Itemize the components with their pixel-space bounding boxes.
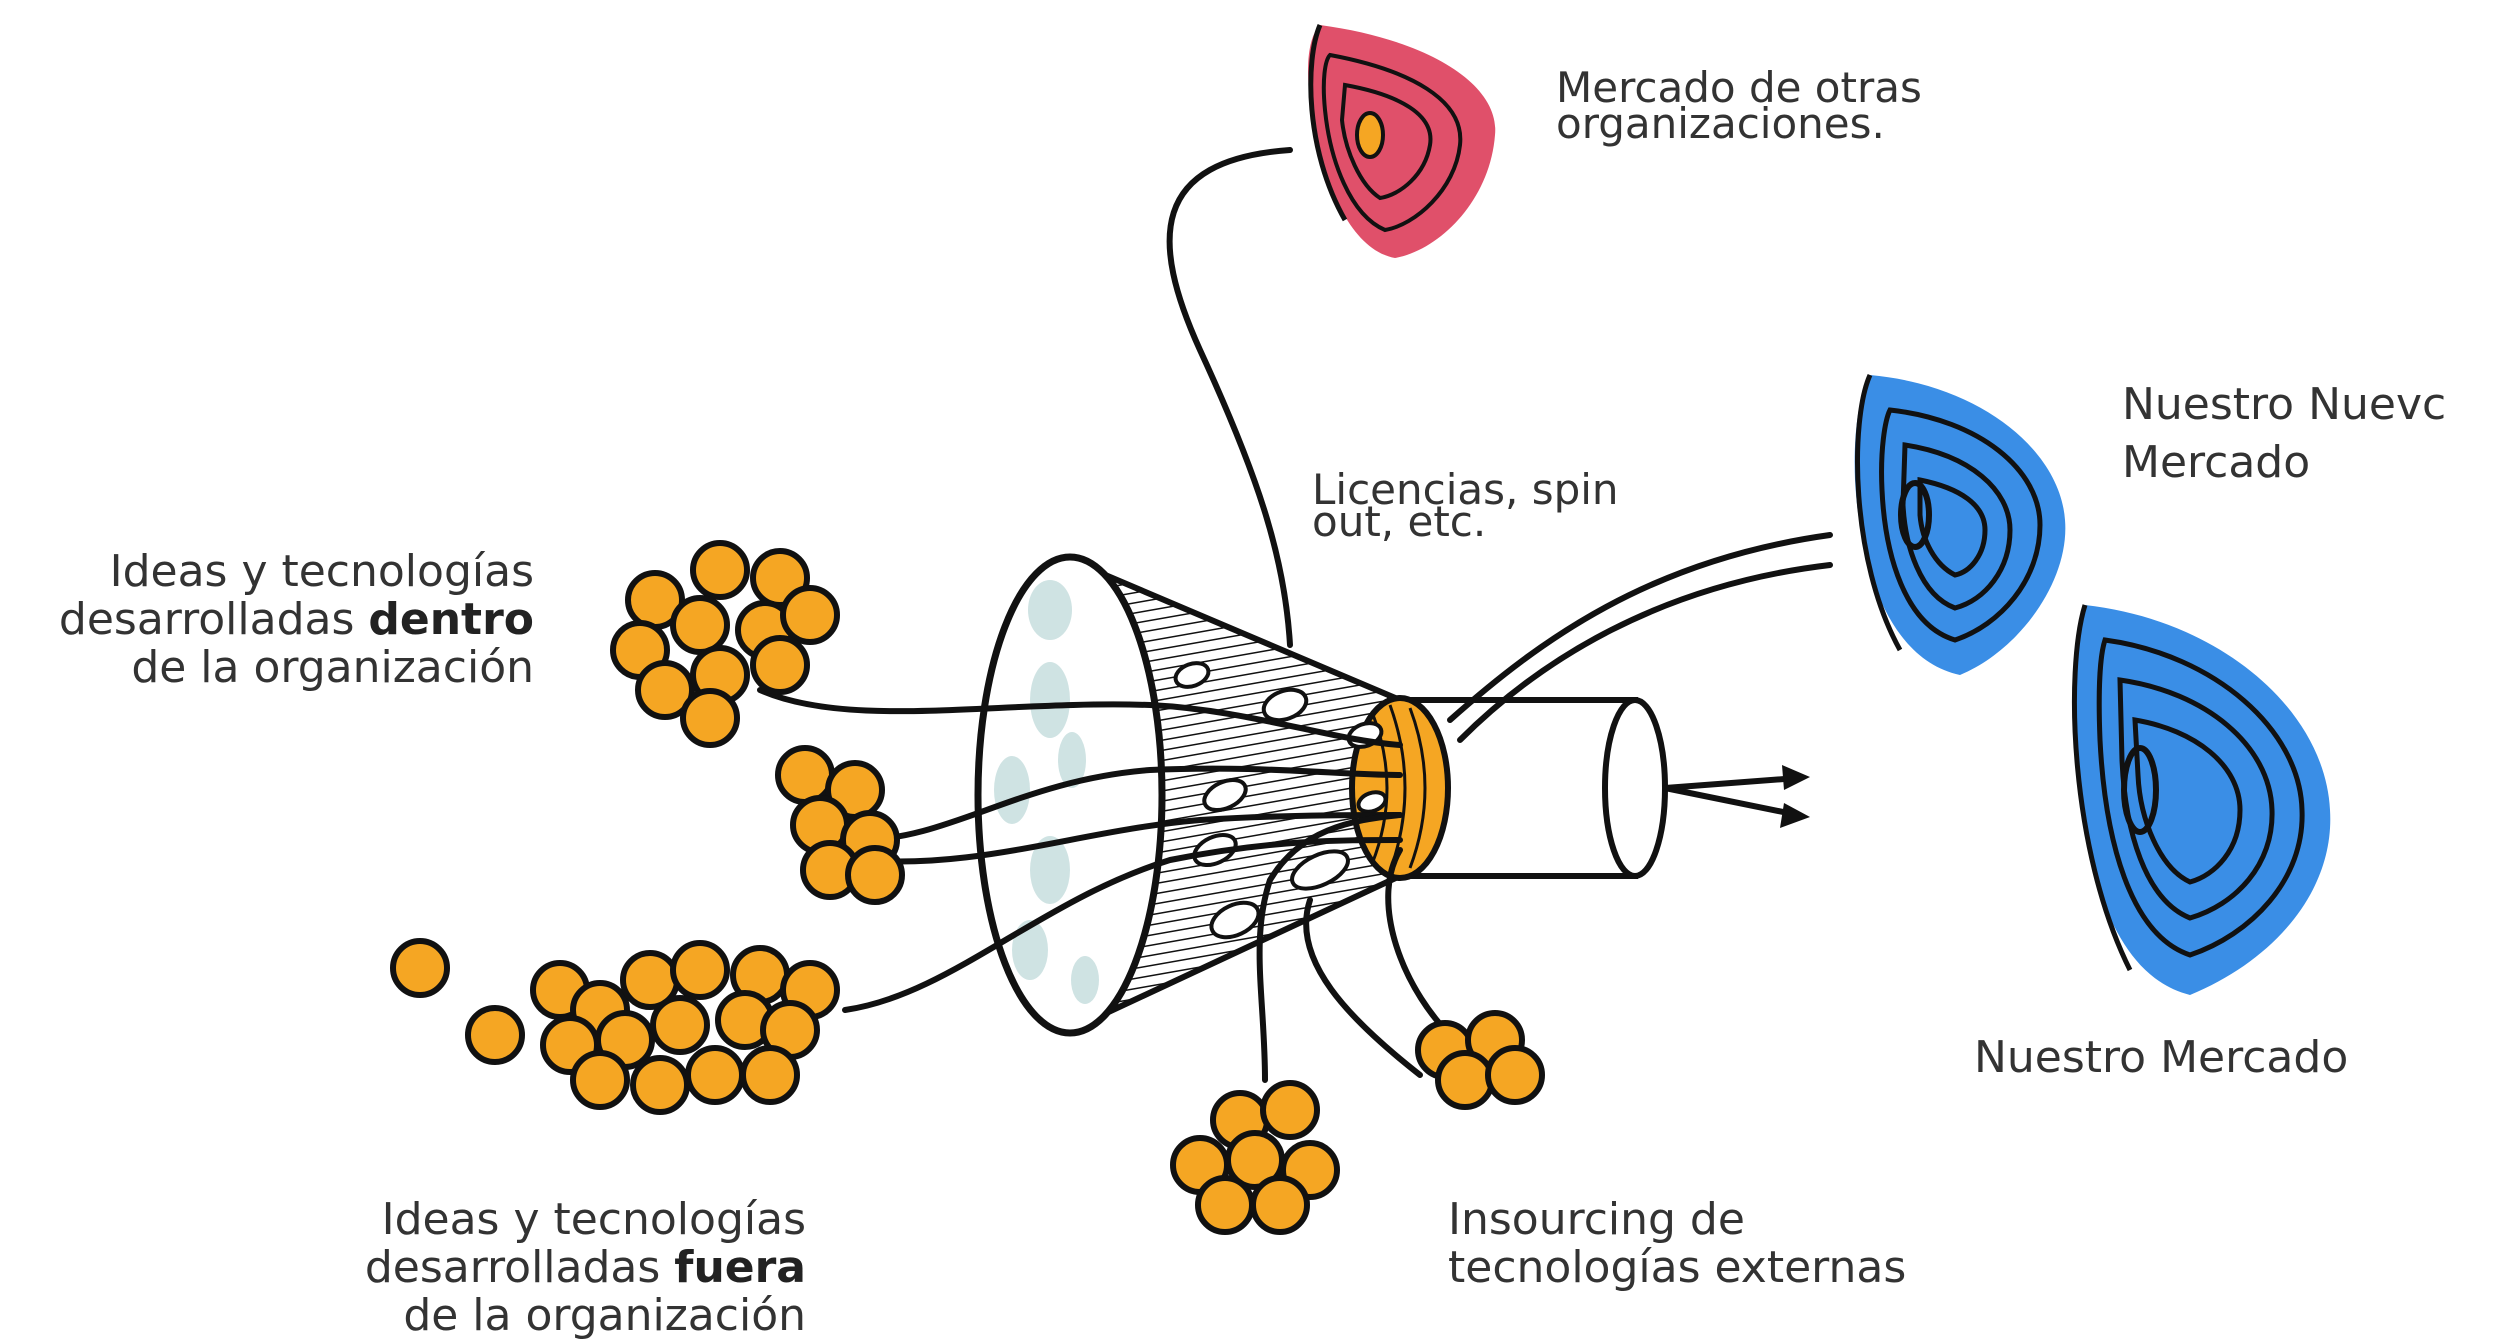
label-new-market: Nuestro Nuevc Mercado <box>2122 376 2446 492</box>
label-line: de la organización <box>59 644 534 692</box>
label-line: Insourcing de <box>1448 1196 1906 1244</box>
label-text: desarrolladas <box>365 1242 674 1293</box>
label-line: tecnologías externas <box>1448 1244 1906 1292</box>
insourcing-cluster <box>1418 1013 1542 1107</box>
label-line: Mercado <box>2122 434 2446 492</box>
label-line: Ideas y tecnologías <box>365 1196 806 1244</box>
label-other-organizations-market: Mercado de otras organizaciones. <box>1556 70 1922 142</box>
ideas-outside-cluster <box>393 941 837 1112</box>
ideas-inside-cluster <box>613 543 837 745</box>
label-line: Ideas y tecnologías <box>59 548 534 596</box>
label-text: desarrolladas <box>59 594 368 645</box>
innovation-funnel <box>978 557 1448 1033</box>
label-licenses: Licencias, spin out, etc. <box>1312 474 1619 538</box>
label-our-market: Nuestro Mercado <box>1974 1034 2348 1082</box>
our-market <box>2074 605 2330 995</box>
label-ideas-inside: Ideas y tecnologías desarrolladas dentro… <box>59 548 534 692</box>
label-insourcing: Insourcing de tecnologías externas <box>1448 1196 1906 1292</box>
label-line: desarrolladas dentro <box>59 596 534 644</box>
other-organizations-market <box>1308 25 1495 258</box>
label-ideas-outside: Ideas y tecnologías desarrolladas fuera … <box>365 1196 806 1340</box>
label-line: Nuestro Nuevc <box>2122 376 2446 434</box>
output-arrowheads <box>1780 765 1810 828</box>
insourcing-cluster-bottom <box>1173 1083 1337 1232</box>
label-line: desarrolladas fuera <box>365 1244 806 1292</box>
label-emphasis: dentro <box>368 594 534 645</box>
label-line: organizaciones. <box>1556 106 1922 142</box>
ideas-inside-cluster-small <box>778 748 902 902</box>
flow-lines <box>760 150 1830 1080</box>
label-emphasis: fuera <box>674 1242 806 1293</box>
label-line: de la organización <box>365 1292 806 1340</box>
new-market <box>1855 375 2066 675</box>
